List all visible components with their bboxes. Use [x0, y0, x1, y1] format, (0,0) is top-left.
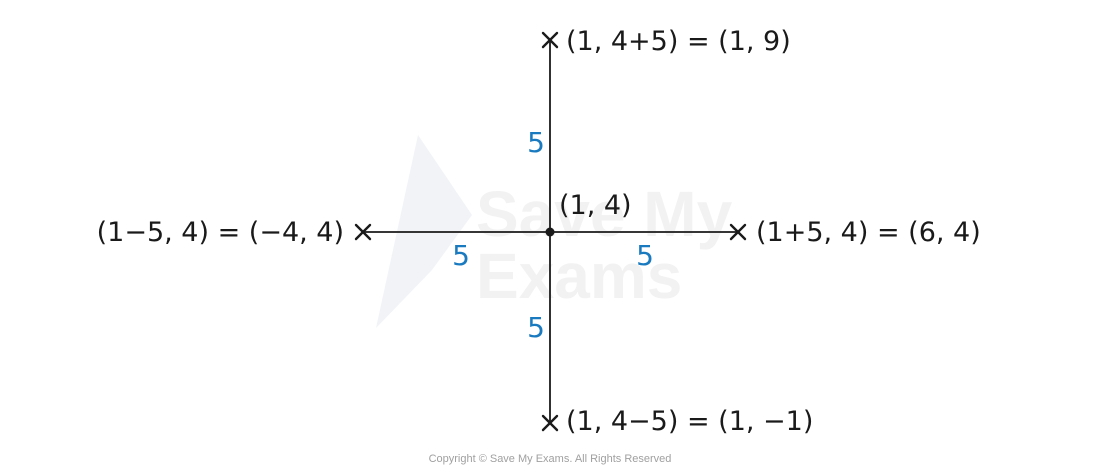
distance-label-right: 5	[636, 239, 654, 272]
watermark: Save My Exams	[376, 135, 733, 328]
distance-label-down: 5	[527, 311, 545, 344]
center-label: (1, 4)	[559, 190, 632, 221]
cross-marker-right	[729, 223, 747, 241]
cross-marker-left	[354, 223, 372, 241]
cross-marker-down	[541, 414, 559, 432]
point-label-down: (1, 4−5) = (1, −1)	[566, 406, 813, 437]
distance-label-up: 5	[527, 126, 545, 159]
point-label-up: (1, 4+5) = (1, 9)	[566, 26, 791, 57]
copyright-text: Copyright © Save My Exams. All Rights Re…	[429, 453, 672, 465]
center-point	[545, 227, 555, 237]
point-label-right: (1+5, 4) = (6, 4)	[756, 217, 981, 248]
point-label-left: (1−5, 4) = (−4, 4)	[97, 217, 344, 248]
cross-marker-up	[541, 31, 559, 49]
distance-label-left: 5	[452, 239, 470, 272]
watermark-line-1: Save My	[476, 178, 733, 250]
watermark-line-2: Exams	[476, 240, 682, 312]
